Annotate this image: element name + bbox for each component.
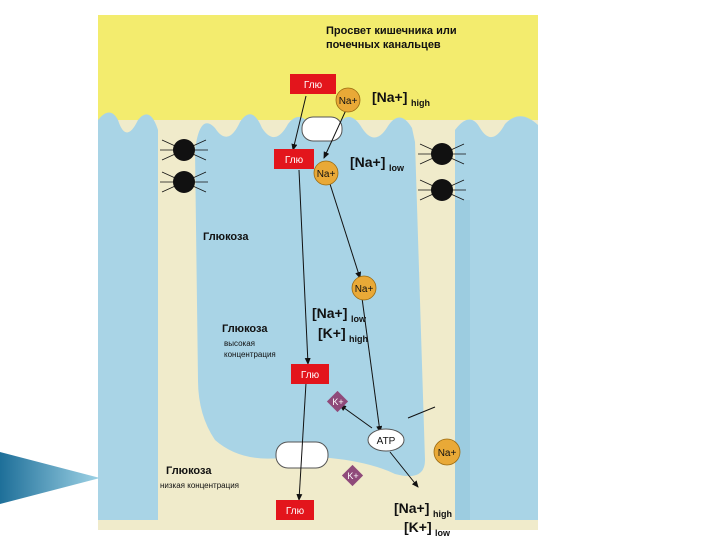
conc-cell-k-level: high (349, 334, 368, 344)
conc-cell-k: [K+] (318, 325, 346, 341)
glucose-box-lumen: Глю (290, 74, 336, 94)
svg-text:Глю: Глю (304, 80, 323, 91)
conc-blood-na: [Na+] (394, 500, 429, 516)
sodium-ion-blood: Na+ (434, 439, 460, 465)
glucose-mid-title: Глюкоза (222, 323, 268, 335)
glucose-top-label: Глюкоза (203, 231, 249, 243)
sodium-ion-cell: Na+ (352, 276, 376, 300)
slide-accent-arrow (0, 452, 100, 504)
svg-text:Глю: Глю (301, 370, 320, 381)
conc-lumen-level: high (411, 98, 430, 108)
right-cell-shade (455, 200, 470, 520)
lateral-space-left (165, 140, 195, 520)
conc-apical-ion: [Na+] (350, 154, 385, 170)
conc-apical-level: low (389, 163, 405, 173)
sodium-ion-apical: Na+ (314, 161, 338, 185)
lumen-label-line1: Просвет кишечника или (326, 25, 457, 37)
glucose-mid-line2: концентрация (224, 350, 276, 359)
glucose-bottom-sub: низкая концентрация (160, 481, 239, 490)
sglt-transporter (302, 117, 342, 141)
conc-blood-k-level: low (435, 528, 451, 538)
svg-text:K+: K+ (347, 471, 358, 481)
svg-text:Na+: Na+ (317, 169, 336, 180)
sodium-ion-lumen: Na+ (336, 88, 360, 112)
svg-text:K+: K+ (332, 397, 343, 407)
lumen-label-line2: почечных канальцев (326, 39, 441, 51)
glucose-bottom-title: Глюкоза (166, 465, 212, 477)
left-cell (98, 113, 158, 521)
conc-cell-na: [Na+] (312, 305, 347, 321)
conc-cell-na-level: low (351, 314, 367, 324)
glucose-mid-line1: высокая (224, 339, 255, 348)
glucose-box-cell: Глю (291, 364, 329, 384)
svg-text:Na+: Na+ (339, 96, 358, 107)
svg-text:Na+: Na+ (438, 448, 457, 459)
conc-lumen-ion: [Na+] (372, 89, 407, 105)
svg-text:Na+: Na+ (355, 284, 374, 295)
conc-blood-na-level: high (433, 509, 452, 519)
svg-text:ATP: ATP (377, 436, 396, 447)
glucose-box-blood: Глю (276, 500, 314, 520)
glucose-box-apical: Глю (274, 149, 314, 169)
atp-pump: ATP (368, 429, 404, 451)
conc-blood-k: [K+] (404, 519, 432, 535)
svg-text:Глю: Глю (286, 506, 305, 517)
svg-text:Глю: Глю (285, 155, 304, 166)
